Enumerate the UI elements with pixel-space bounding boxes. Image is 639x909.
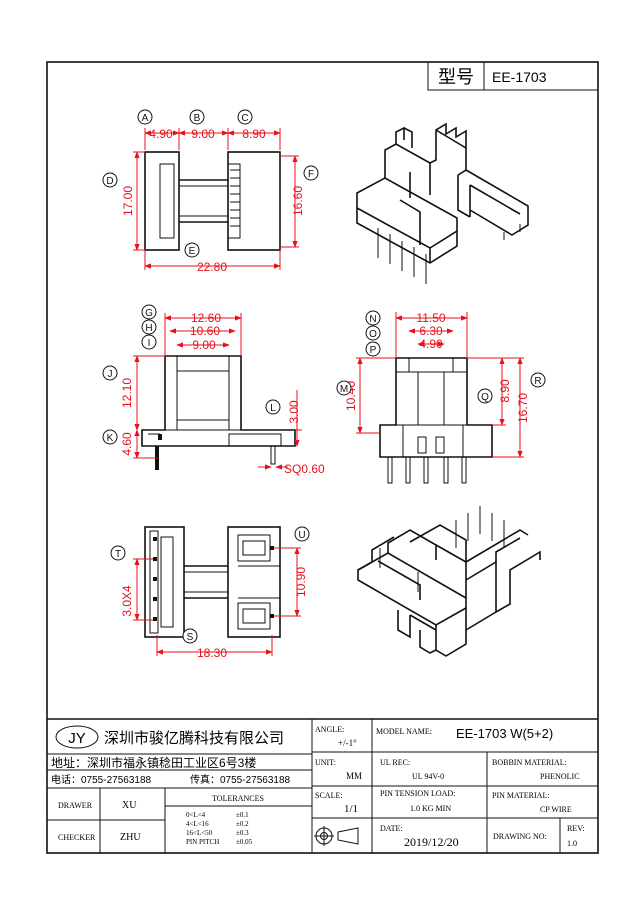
model-value: EE-1703 W(5+2)	[456, 726, 553, 741]
tol-range: 16<L<50	[186, 829, 213, 837]
projection-symbol-icon	[314, 826, 359, 846]
dim-p: 4.90	[419, 337, 443, 351]
tol-value: ±0.3	[236, 829, 249, 837]
type-box: 型号 EE-1703	[427, 61, 599, 91]
tol-range: 4<L<16	[186, 820, 209, 828]
pin-material-value: CP WIRE	[540, 805, 572, 814]
dim-u: 10.90	[294, 567, 308, 597]
label-t: T	[115, 549, 121, 560]
tol-value: ±0.05	[236, 838, 253, 846]
ul-label: UL REC:	[380, 758, 410, 767]
isometric-view-bottom	[357, 506, 541, 657]
unit-label: UNIT:	[315, 758, 336, 767]
pin-tension-label: PIN TENSION LOAD:	[380, 789, 455, 798]
label-p: P	[370, 345, 377, 356]
label-k: K	[107, 433, 114, 444]
dim-r: 16.70	[516, 393, 530, 423]
drawing-no-label: DRAWING NO:	[493, 832, 547, 841]
tolerance-table: 0<L<4 ±0.1 4<L<16 ±0.2 16<L<50 ±0.3 PIN …	[186, 811, 253, 846]
scale-value: 1/1	[344, 803, 358, 815]
tol-range: PIN PITCH	[186, 838, 219, 846]
checker-label: CHECKER	[58, 833, 96, 842]
dim-h: 10.60	[190, 324, 220, 338]
top-view: 4.90 9.00 8.90 17.00 22.80 16.60 A B C D…	[102, 109, 319, 274]
dim-sq: SQ0.60	[284, 462, 325, 476]
dim-a: 4.90	[149, 127, 173, 141]
drawer-value: XU	[122, 800, 137, 811]
dim-b: 9.00	[191, 127, 215, 141]
dim-d: 17.00	[121, 186, 135, 216]
label-h: H	[145, 323, 152, 334]
company-name: 深圳市骏亿腾科技有限公司	[104, 730, 284, 747]
label-a: A	[142, 113, 149, 124]
label-e: E	[189, 246, 196, 257]
rev-label: REV:	[567, 824, 585, 833]
dim-l: 3.00	[287, 400, 301, 424]
dim-c: 8.90	[242, 127, 266, 141]
side-view: 11.50 6.30 4.90 10.40 8.90 16.70 M N O P…	[336, 310, 546, 484]
tol-range: 0<L<4	[186, 811, 206, 819]
label-u: U	[298, 530, 305, 541]
dim-o: 6.30	[419, 324, 443, 338]
dim-s: 18.30	[197, 646, 227, 660]
dim-i: 9.00	[192, 338, 216, 352]
label-n: N	[369, 314, 376, 325]
scale-label: SCALE:	[315, 791, 343, 800]
dim-g: 12.60	[191, 311, 221, 325]
bottom-view: 3.0X4 18.30 10.90 S T U	[110, 526, 310, 660]
pin-tension-value: 1.0 KG MIN	[410, 804, 451, 813]
title-block: JY 深圳市骏亿腾科技有限公司 地址：深圳市福永镇稔田工业区6号3楼 电话：07…	[47, 718, 598, 853]
date-value: 2019/12/20	[404, 835, 459, 849]
rev-value: 1.0	[567, 839, 577, 848]
bobbin-material-value: PHENOLIC	[540, 772, 580, 781]
label-f: F	[308, 169, 314, 180]
dim-t: 3.0X4	[120, 585, 134, 617]
company-fax: 传真：0755-27563188	[190, 773, 291, 786]
label-g: G	[145, 308, 153, 319]
model-label: MODEL NAME:	[376, 727, 432, 736]
drawer-label: DRAWER	[58, 801, 93, 810]
type-label: 型号	[438, 67, 474, 87]
label-l: L	[270, 403, 276, 414]
angle-label: ANGLE:	[315, 725, 344, 734]
company-address: 地址：深圳市福永镇稔田工业区6号3楼	[51, 755, 256, 770]
label-d: D	[106, 176, 113, 187]
dim-q: 8.90	[498, 379, 512, 403]
label-o: O	[369, 329, 377, 340]
label-b: B	[194, 113, 201, 124]
label-j: J	[108, 369, 113, 380]
front-view: 12.60 10.60 9.00 12.10 4.60 3.00 SQ0.60 …	[102, 304, 325, 476]
bobbin-material-label: BOBBIN MATERIAL:	[492, 758, 567, 767]
label-q: Q	[481, 392, 489, 403]
unit-value: MM	[346, 771, 362, 781]
pin-material-label: PIN MATERIAL:	[492, 791, 550, 800]
dim-n: 11.50	[416, 311, 445, 325]
dim-j: 12.10	[120, 378, 134, 408]
label-c: C	[241, 113, 248, 124]
label-s: S	[187, 632, 194, 643]
sheet-border	[46, 61, 599, 854]
isometric-view-top	[356, 122, 529, 284]
dim-e: 22.80	[197, 260, 227, 274]
tol-value: ±0.2	[236, 820, 249, 828]
dim-f: 16.60	[291, 186, 305, 216]
tolerances-label: TOLERANCES	[212, 794, 264, 803]
company-logo: JY	[68, 730, 86, 747]
dim-k: 4.60	[120, 432, 134, 456]
label-m: M	[340, 384, 348, 395]
date-label: DATE:	[380, 824, 403, 833]
tol-value: ±0.1	[236, 811, 249, 819]
angle-value: +/-1°	[338, 738, 357, 748]
label-i: I	[148, 338, 151, 349]
checker-value: ZHU	[120, 832, 141, 843]
company-tel: 电话：0755-27563188	[51, 773, 152, 786]
label-r: R	[534, 376, 541, 387]
type-value: EE-1703	[492, 69, 547, 85]
ul-value: UL 94V-0	[412, 772, 444, 781]
